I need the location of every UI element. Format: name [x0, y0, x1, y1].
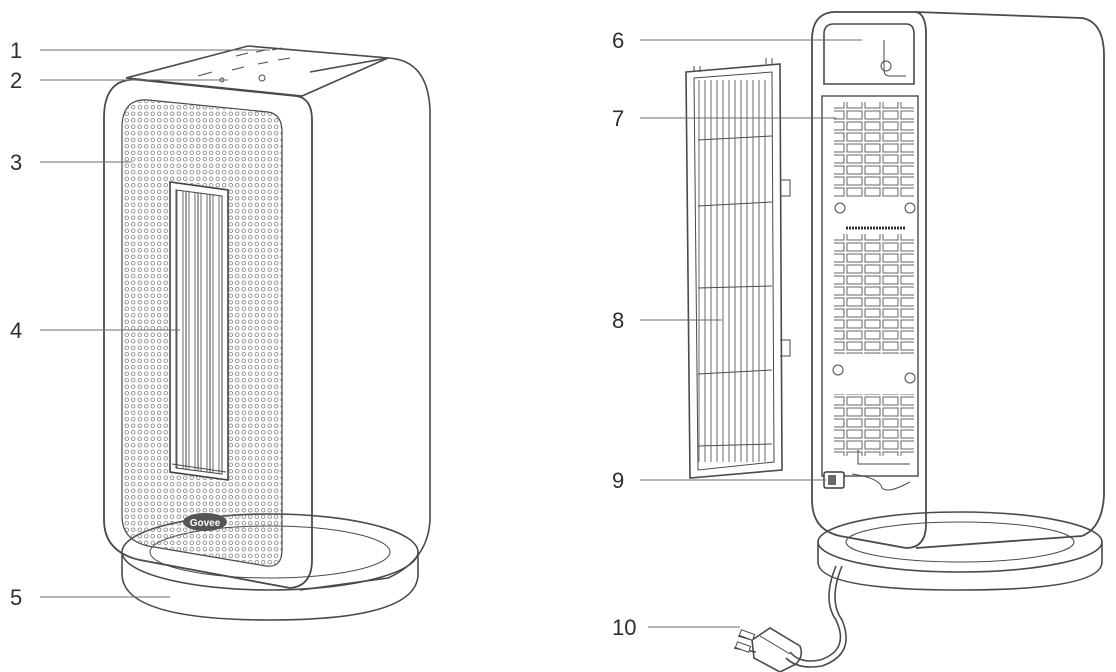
callout-2: 2 [10, 68, 22, 93]
top-control-panel [125, 45, 389, 97]
logo-text: Govee [190, 518, 221, 529]
dust-filter [685, 58, 791, 479]
heating-element [169, 181, 229, 481]
rear-base [817, 511, 1103, 591]
callout-9: 9 [612, 468, 624, 493]
front-body [103, 78, 313, 589]
callout-10: 10 [612, 615, 636, 640]
filter-cavity [821, 95, 919, 477]
power-cord [785, 565, 847, 668]
callout-3: 3 [10, 150, 22, 175]
front-side-panel [299, 57, 431, 591]
power-plug [733, 627, 803, 672]
rear-heater [733, 11, 1105, 672]
handle-recess [823, 23, 915, 85]
callout-7: 7 [612, 106, 624, 131]
callouts: 1 2 3 4 5 6 7 8 9 10 [10, 28, 862, 640]
callout-1: 1 [10, 38, 22, 63]
callout-8: 8 [612, 308, 624, 333]
callout-4: 4 [10, 318, 22, 343]
rear-body [811, 11, 927, 549]
power-switch [823, 471, 911, 491]
rear-side-panel [915, 11, 1105, 549]
callout-6: 6 [612, 28, 624, 53]
callout-5: 5 [10, 585, 22, 610]
front-heater: Govee [103, 45, 431, 621]
govee-logo: Govee [183, 513, 227, 531]
